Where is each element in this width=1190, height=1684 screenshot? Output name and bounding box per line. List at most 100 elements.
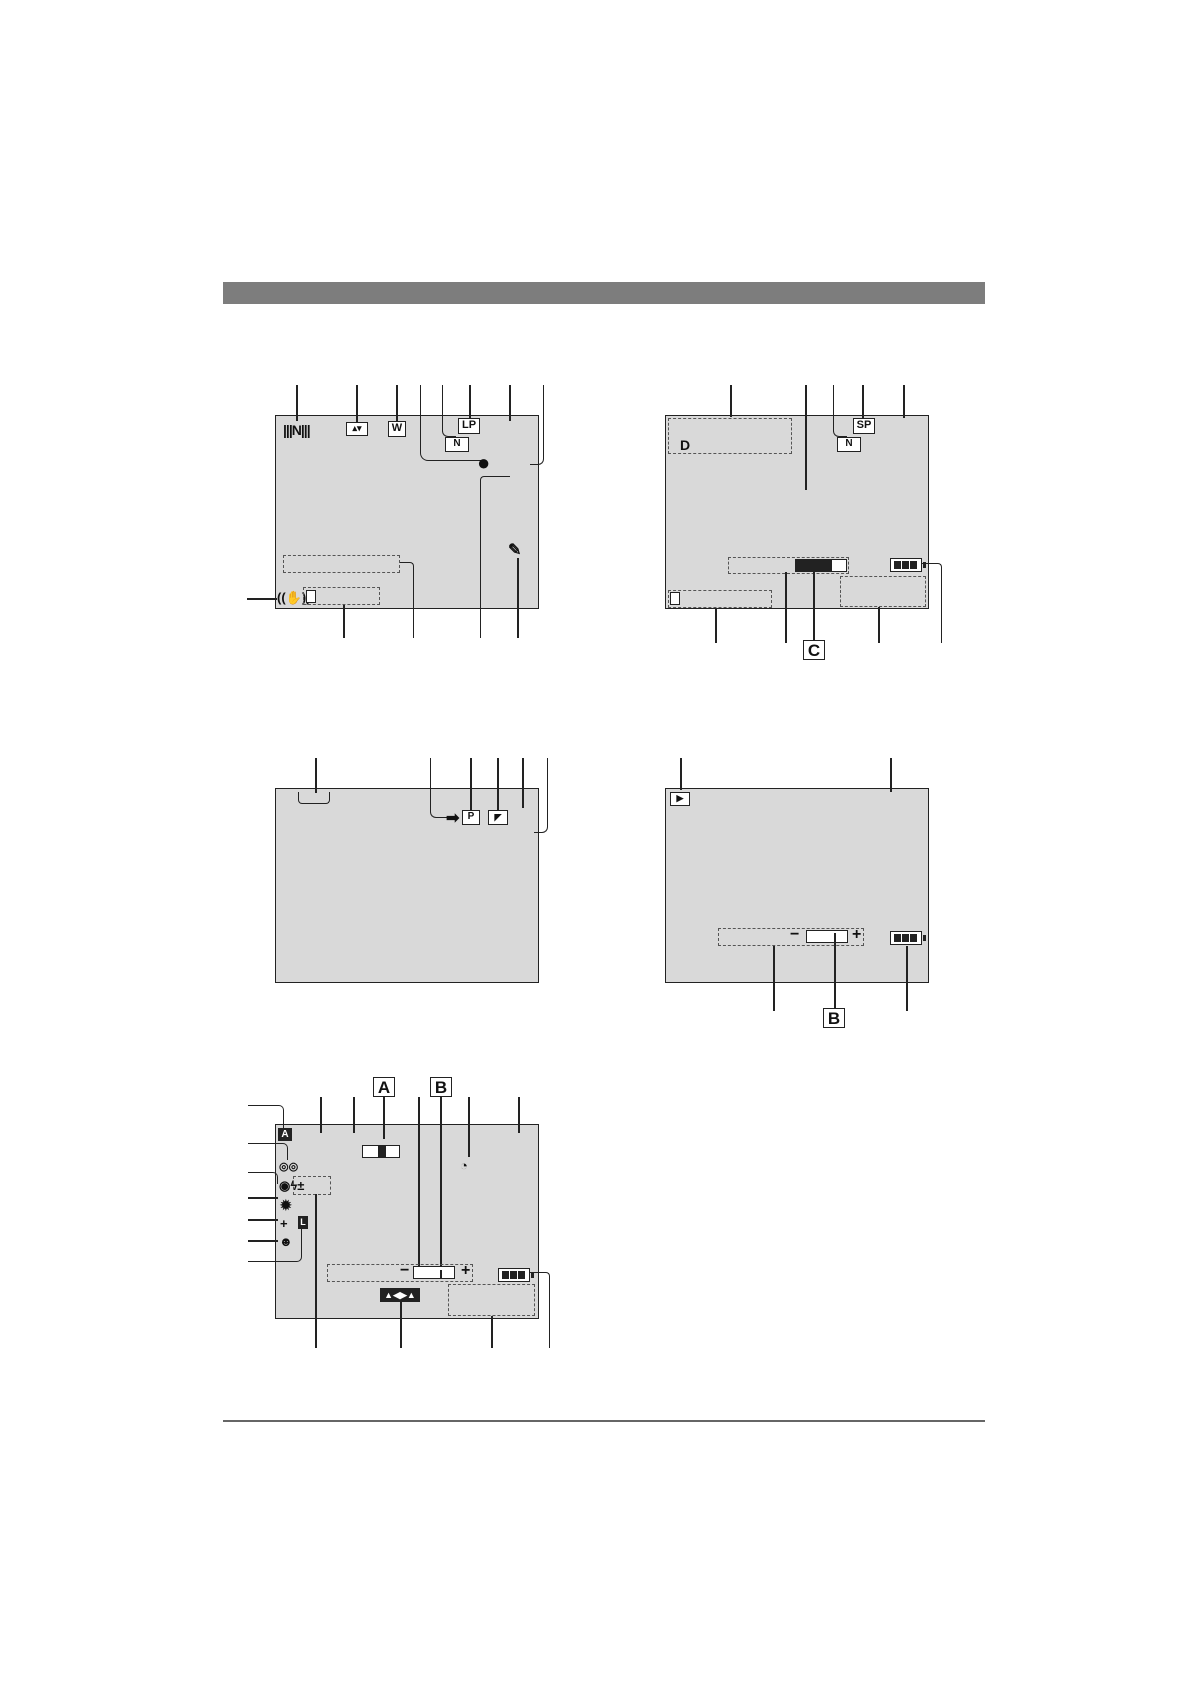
auto-mode-icon: A [278,1128,292,1141]
lock-icon: L [298,1216,308,1229]
label-b: B [823,1008,845,1028]
callout-line [530,385,544,465]
callout-line [785,572,787,643]
callout-line [491,1316,493,1348]
plus-sign: + [461,1262,471,1279]
callout-line [834,940,836,1008]
callout-line [430,758,452,818]
callout-line [248,1105,284,1129]
callout-line [296,385,298,421]
card-icon: ◤ [488,810,508,825]
callout-line [248,1172,278,1184]
callout-line [680,758,682,790]
exposure-area [327,1264,473,1282]
callout-line [480,476,510,638]
tape-speed-lp-icon: LP [458,418,480,434]
callout-line [248,1197,278,1199]
callout-line [862,385,864,418]
wind-cut-icon: ✎ [508,542,522,559]
callout-line [922,563,942,643]
recording-icon: ● [477,450,491,475]
remaining-tape-fill [796,560,832,571]
brightness-area [718,928,864,946]
exposure-bar [413,1266,455,1279]
callout-line [715,608,717,643]
callout-line [469,385,471,421]
tape-counter-area [728,557,849,574]
callout-line [396,385,398,421]
card-info-area [303,587,380,605]
callout-line [343,605,345,638]
red-eye-icon: ◎◎ [279,1161,299,1173]
callout-line [420,385,482,461]
minus-sign: − [400,1262,410,1279]
callout-line [833,385,847,437]
audio-info-area [668,418,792,454]
exposure-marker [440,1270,442,1279]
brightness-bar [806,930,848,943]
nd-filter-icon: |||N||| [283,422,311,438]
time-area [448,1284,535,1316]
callout-line [805,385,807,490]
callout-line [813,566,815,640]
screen-4 [665,788,929,983]
callout-line [400,562,414,638]
night-alview-icon: N [837,437,861,452]
flash-icon: ◉ϟ± [279,1178,305,1193]
callout-line [773,946,775,1011]
callout-line [534,758,548,833]
minus-sign: − [790,926,800,943]
callout-line [518,1097,520,1133]
callout-line [315,1194,317,1348]
callout-line [248,1228,302,1262]
night-alview-icon: N [445,437,469,452]
audio-mode-icon: D [680,437,691,453]
callout-line [730,385,732,417]
callout-line [248,1219,278,1221]
battery-icon [890,931,926,945]
time-code-area [840,576,926,607]
callout-line [442,385,456,437]
playback-icon: ▶ [670,792,690,806]
focus-icon: + [280,1216,288,1231]
label-c: C [803,640,825,660]
picture-quality-icon: P [462,810,480,825]
callout-line [440,1097,442,1272]
plus-sign: + [852,926,862,943]
callout-line [497,758,499,810]
card-icon [670,592,680,605]
callout-line [320,1097,322,1133]
stabilizer-icon: ((✋)) [277,590,311,605]
callout-line [353,1097,355,1133]
callout-line [903,385,905,418]
arrow-icon: ➡ [446,810,460,827]
wide-mode-icon: W [388,421,406,437]
callout-line [509,385,511,421]
shooting-counter-bracket [298,792,330,804]
program-ae-icon: ▲◀▶▲ [380,1288,420,1302]
callout-line [468,1097,470,1157]
callout-line [530,1272,550,1348]
focus-fill [378,1146,386,1157]
section-header-bar [223,282,985,304]
tape-speed-sp-icon: SP [853,418,875,434]
brightness-marker [834,933,836,943]
callout-line [383,1097,385,1139]
callout-line [522,758,524,808]
battery-icon [498,1268,534,1282]
battery-icon [890,558,926,572]
white-balance-icon: ✹ [280,1197,292,1213]
screen-1 [275,415,539,609]
info-area [283,555,400,573]
footer-rule [223,1420,985,1422]
callout-line [315,758,317,793]
label-a: A [373,1077,395,1097]
callout-line [400,1302,402,1348]
card-info-area [668,590,772,608]
self-timer-icon: ◔ [460,1158,468,1173]
callout-line [878,607,880,643]
callout-line [418,1097,420,1272]
callout-line [356,385,358,423]
callout-line [890,758,892,792]
flash-area [293,1176,331,1195]
